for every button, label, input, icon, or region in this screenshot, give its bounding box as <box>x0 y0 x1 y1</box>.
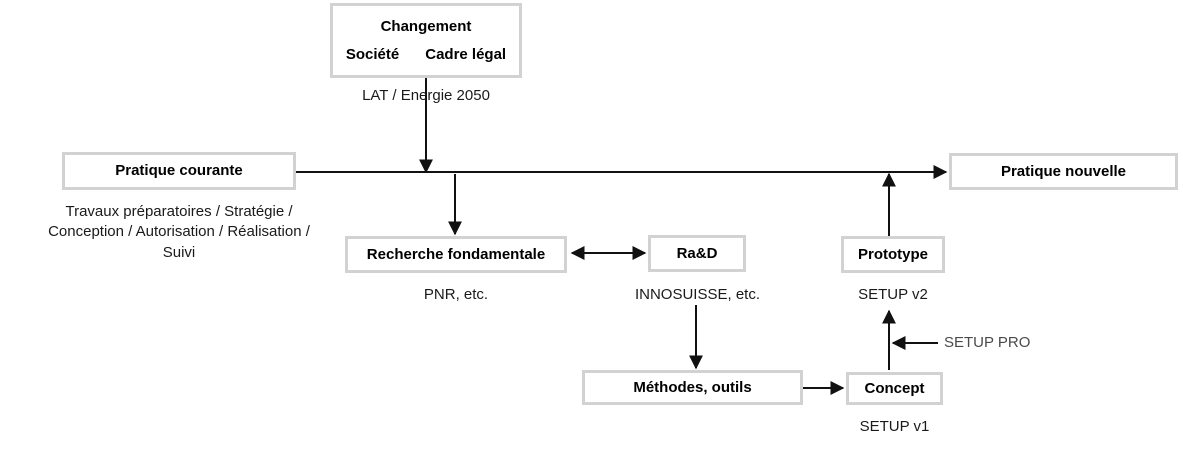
node-pratique-courante-label: Pratique courante <box>115 162 243 180</box>
caption-prototype: SETUP v2 <box>858 286 928 303</box>
node-recherche-fondamentale-label: Recherche fondamentale <box>366 245 546 263</box>
caption-recherche-fondamentale: PNR, etc. <box>423 286 489 303</box>
node-changement-cadre-legal: Cadre légal <box>425 46 507 64</box>
node-ra-d[interactable]: Ra&D <box>648 235 746 272</box>
node-concept-label: Concept <box>864 379 925 397</box>
node-recherche-fondamentale[interactable]: Recherche fondamentale <box>345 236 567 273</box>
node-prototype[interactable]: Prototype <box>841 236 945 273</box>
caption-concept: SETUP v1 <box>859 418 930 435</box>
node-ra-d-label: Ra&D <box>676 244 718 262</box>
node-pratique-nouvelle-label: Pratique nouvelle <box>1000 162 1127 180</box>
node-changement-subrow: Société Cadre légal <box>343 46 509 63</box>
node-changement[interactable]: Changement Société Cadre légal <box>330 3 522 78</box>
label-setup-pro: SETUP PRO <box>944 334 1031 351</box>
node-changement-heading: Changement <box>380 17 472 35</box>
caption-pratique-courante: Travaux préparatoires / Stratégie / Conc… <box>48 203 310 261</box>
node-methodes-outils[interactable]: Méthodes, outils <box>582 370 803 405</box>
node-pratique-nouvelle[interactable]: Pratique nouvelle <box>949 153 1178 190</box>
node-pratique-courante[interactable]: Pratique courante <box>62 152 296 190</box>
caption-changement: LAT / Energie 2050 <box>362 87 490 104</box>
node-prototype-label: Prototype <box>857 245 928 263</box>
node-changement-societe: Société <box>345 46 400 64</box>
node-concept[interactable]: Concept <box>846 372 943 405</box>
caption-ra-d: INNOSUISSE, etc. <box>634 286 761 303</box>
node-methodes-outils-label: Méthodes, outils <box>633 378 752 396</box>
